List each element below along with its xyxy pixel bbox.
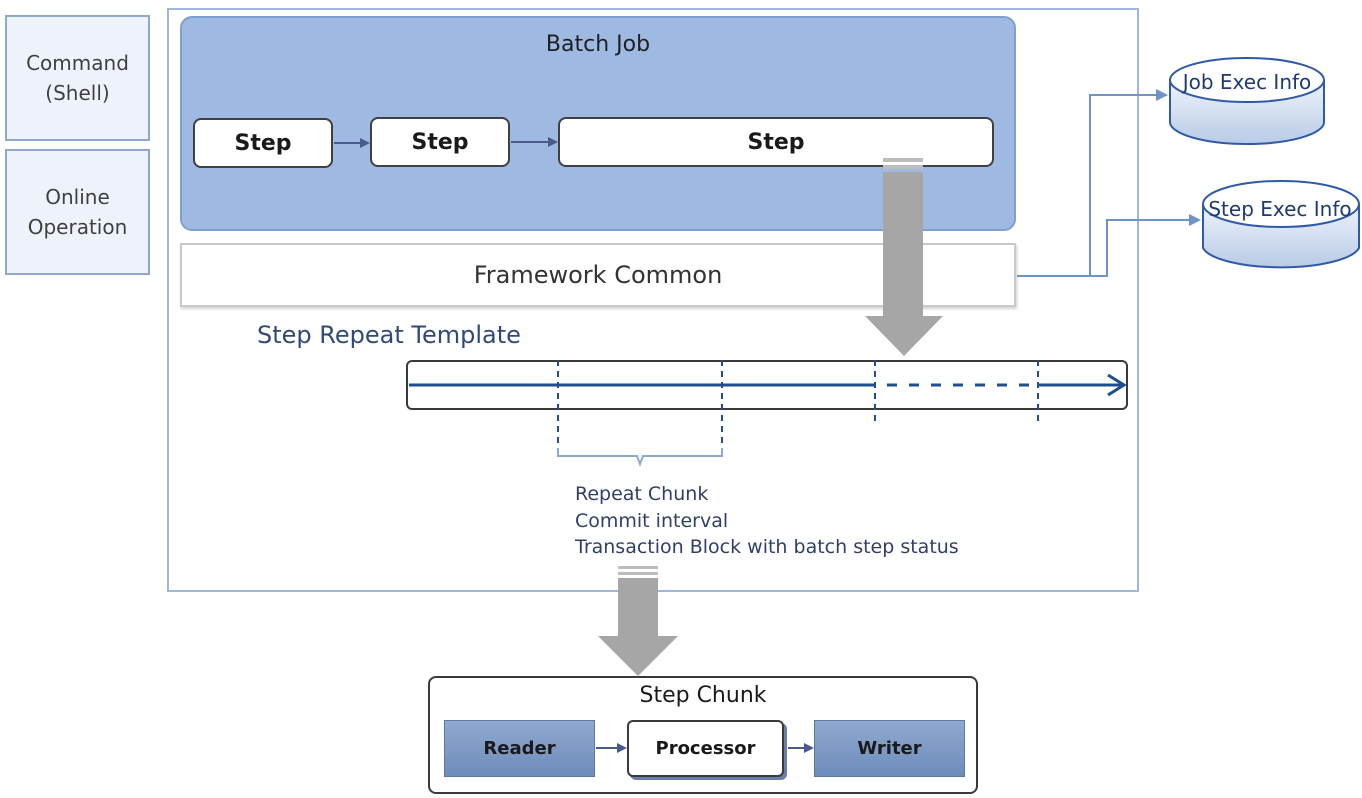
step-2: Step	[370, 117, 510, 167]
step-chunk-title: Step Chunk	[639, 683, 767, 708]
timeline-ticks	[557, 360, 1039, 450]
writer-box: Writer	[814, 720, 965, 777]
template-to-chunk-arrow	[598, 566, 678, 676]
step-repeat-template-title: Step Repeat Template	[257, 321, 521, 349]
processor-box: Processor	[627, 720, 784, 777]
online-operation-box: Online Operation	[5, 149, 150, 275]
repeat-chunk-label: Repeat Chunk	[575, 483, 709, 505]
reader-box: Reader	[444, 720, 595, 777]
batch-job-title: Batch Job	[545, 32, 651, 57]
step-to-template-arrow	[865, 158, 943, 356]
transaction-block-label: Transaction Block with batch step status	[575, 536, 959, 558]
job-exec-info-db-icon	[1169, 57, 1325, 145]
step-exec-info-db-icon	[1202, 180, 1360, 269]
step-1: Step	[193, 118, 333, 168]
step-exec-info-label: Step Exec Info	[1208, 197, 1352, 221]
framework-to-job-exec-connector	[1017, 89, 1168, 277]
job-exec-info-label: Job Exec Info	[1182, 70, 1312, 94]
commit-interval-label: Commit interval	[575, 510, 729, 532]
framework-to-step-exec-connector	[1017, 214, 1201, 277]
framework-common-bar: Framework Common	[180, 243, 1016, 307]
timeline-arrow-head	[1107, 373, 1127, 397]
chunk-brace	[557, 448, 723, 467]
command-shell-box: Command (Shell)	[5, 15, 150, 141]
